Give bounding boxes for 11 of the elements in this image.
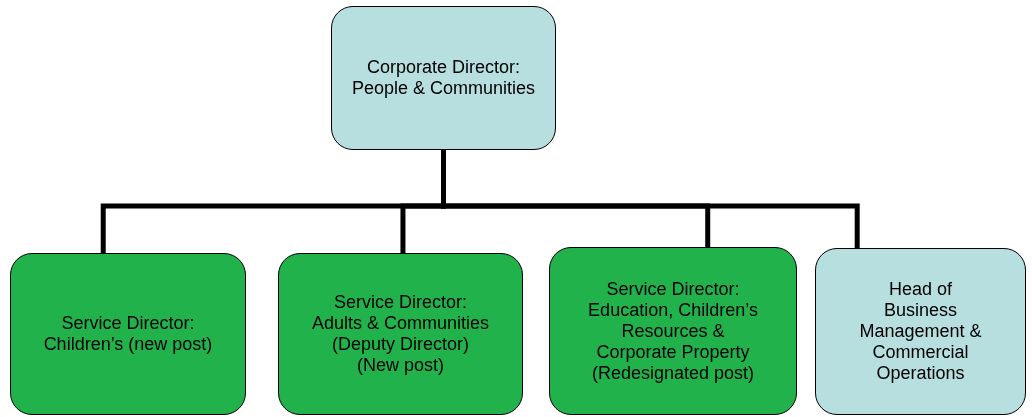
role-title: Service Director: Adults & Communities (Deputy Director) (New post) bbox=[310, 292, 491, 376]
role-box bbox=[331, 6, 556, 150]
role-box bbox=[815, 248, 1026, 415]
role-box bbox=[549, 247, 797, 415]
role-title: Service Director: Children’s (new post) bbox=[42, 313, 214, 355]
role-title: Service Director: Education, Children’s Resources & Corporate Property (Redesignated post) bbox=[587, 278, 759, 384]
role-box bbox=[278, 253, 523, 415]
role-title: Corporate Director: People & Communities bbox=[350, 57, 537, 99]
role-title: Head of Business Management & Commercial Operations bbox=[858, 279, 983, 384]
connector-line bbox=[441, 150, 860, 248]
role-box bbox=[10, 253, 246, 415]
